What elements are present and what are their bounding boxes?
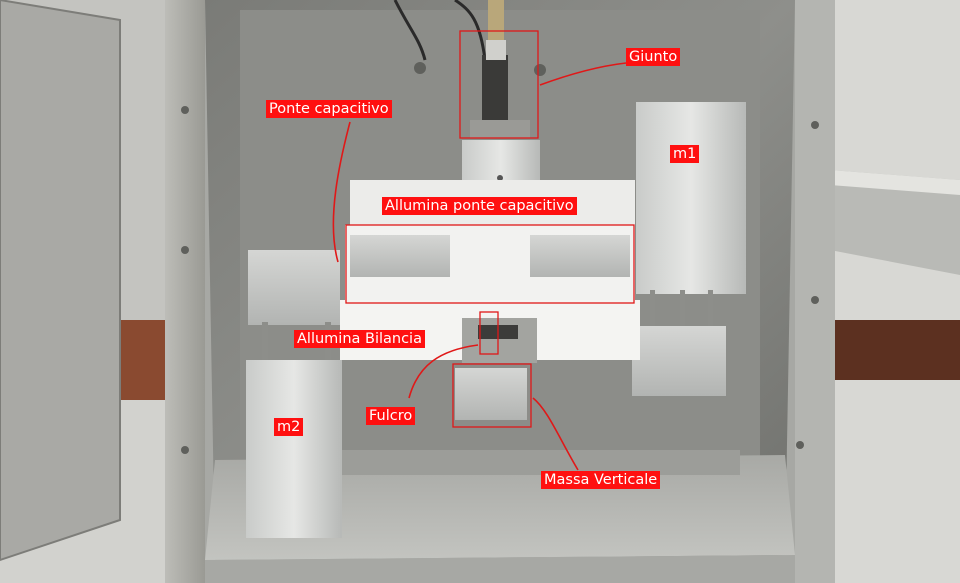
label-ponte-capacitivo: Ponte capacitivo	[266, 100, 392, 118]
label-giunto: Giunto	[626, 48, 681, 66]
label-allumina-ponte-capacitivo: Allumina ponte capacitivo	[382, 197, 577, 215]
label-fulcro: Fulcro	[366, 407, 416, 425]
label-massa-verticale: Massa Verticale	[541, 471, 661, 489]
label-m2: m2	[274, 418, 304, 436]
label-allumina-bilancia: Allumina Bilancia	[294, 330, 425, 348]
label-m1: m1	[670, 145, 700, 163]
